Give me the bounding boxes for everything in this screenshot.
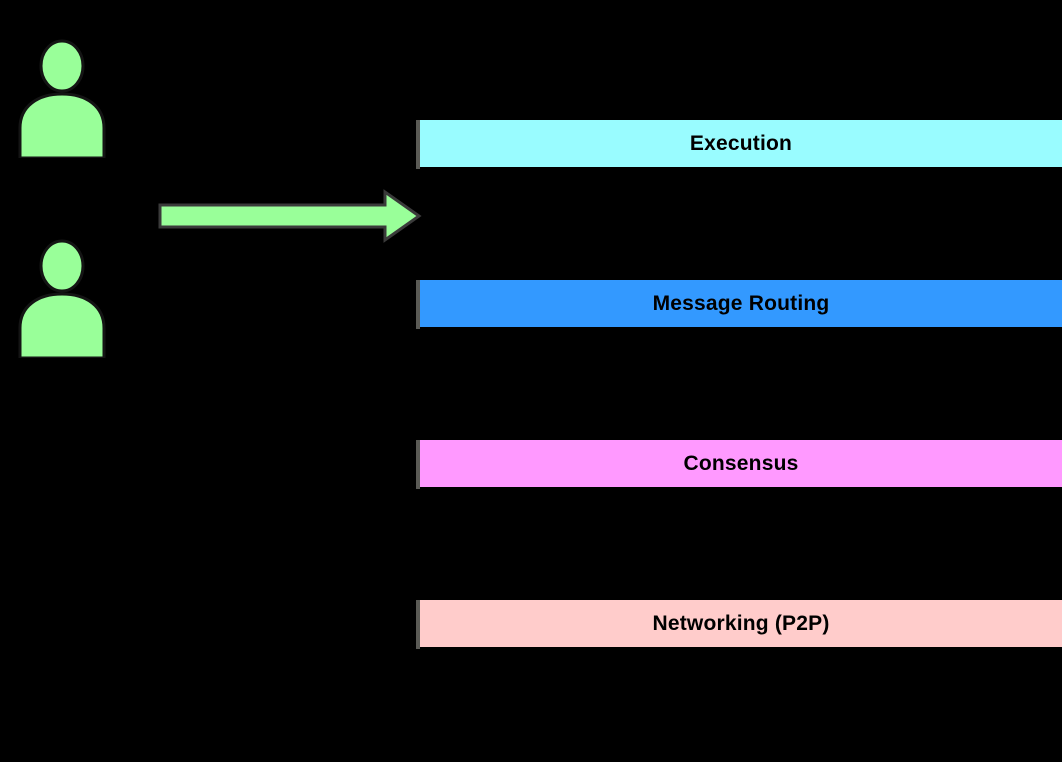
layer-networking-p2p[interactable]: Networking (P2P): [420, 600, 1062, 647]
layer-tick-networking-p2p: [416, 600, 420, 649]
actor-user-bottom[interactable]: [16, 238, 108, 358]
flow-arrow: [157, 188, 422, 244]
actor-user-top[interactable]: [16, 38, 108, 158]
layer-tick-execution: [416, 120, 420, 169]
layer-label: Networking (P2P): [652, 612, 830, 635]
arrow-right-icon: [158, 189, 422, 243]
layer-consensus[interactable]: Consensus: [420, 440, 1062, 487]
layer-label: Message Routing: [652, 292, 830, 315]
person-icon: [18, 39, 106, 158]
layer-tick-message-routing: [416, 280, 420, 329]
layer-tick-consensus: [416, 440, 420, 489]
layer-label: Execution: [689, 132, 793, 155]
layer-message-routing[interactable]: Message Routing: [420, 280, 1062, 327]
layer-execution[interactable]: Execution: [420, 120, 1062, 167]
layer-label: Consensus: [683, 452, 799, 475]
person-icon: [18, 239, 106, 358]
